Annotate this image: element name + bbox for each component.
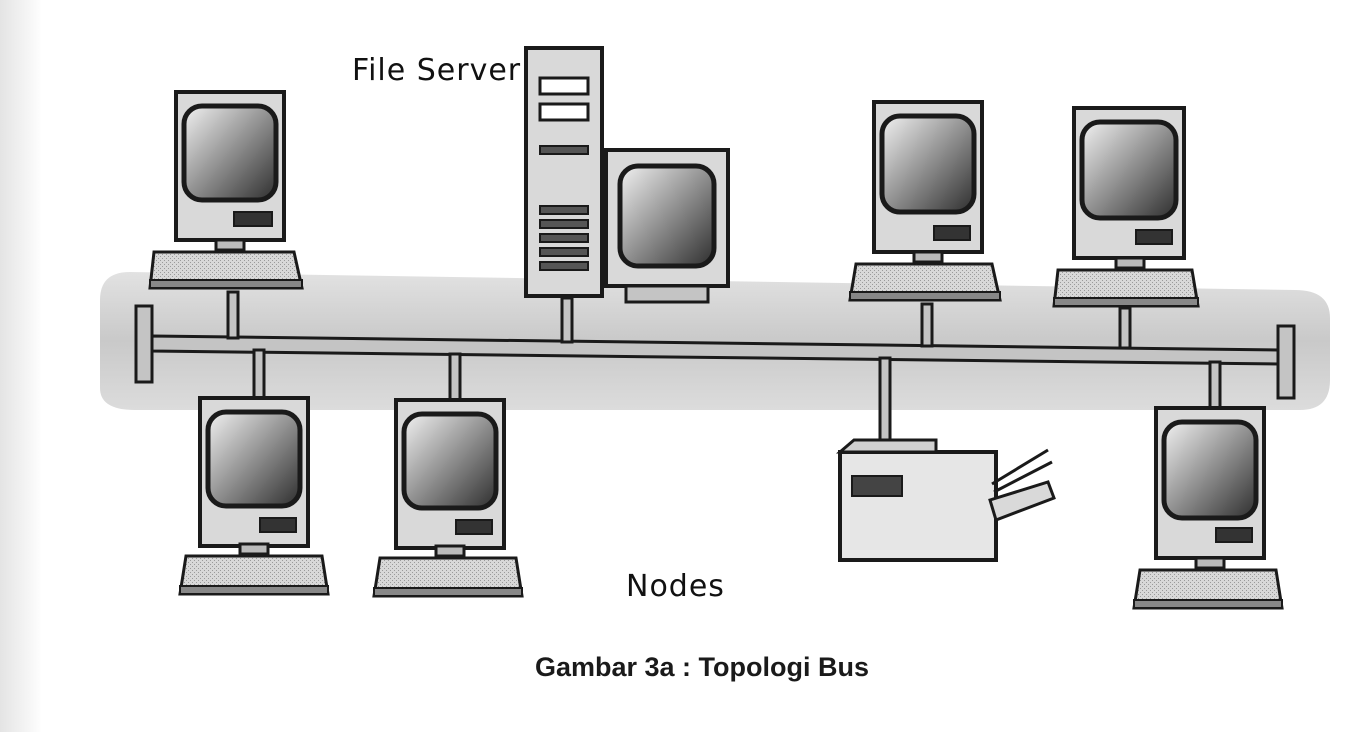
drop-cable — [226, 290, 240, 340]
drop-cable — [252, 348, 266, 404]
workstation-computer — [148, 90, 304, 290]
drop-cable — [1208, 360, 1222, 412]
terminator-left — [134, 304, 154, 384]
drop-cable — [920, 302, 934, 348]
file-server-label: File Server — [352, 53, 521, 88]
bus-backbone — [134, 304, 1296, 400]
workstation-computer — [848, 100, 1002, 302]
scan-shadow — [0, 0, 42, 732]
bus-shadow-band — [100, 272, 1330, 410]
nodes-label: Nodes — [626, 569, 725, 604]
drop-cable — [878, 356, 892, 444]
file-server-tower — [524, 46, 604, 298]
drop-cable — [448, 352, 462, 406]
workstation-computer — [1052, 106, 1200, 308]
workstation-computer — [1132, 406, 1284, 610]
figure-caption: Gambar 3a : Topologi Bus — [534, 652, 870, 682]
workstation-computer — [178, 396, 330, 596]
workstation-computer — [372, 398, 524, 598]
drop-cable — [560, 296, 574, 344]
drop-cable — [1118, 306, 1132, 350]
terminator-right — [1276, 324, 1296, 400]
file-server-monitor — [604, 148, 730, 304]
printer — [835, 438, 1056, 562]
